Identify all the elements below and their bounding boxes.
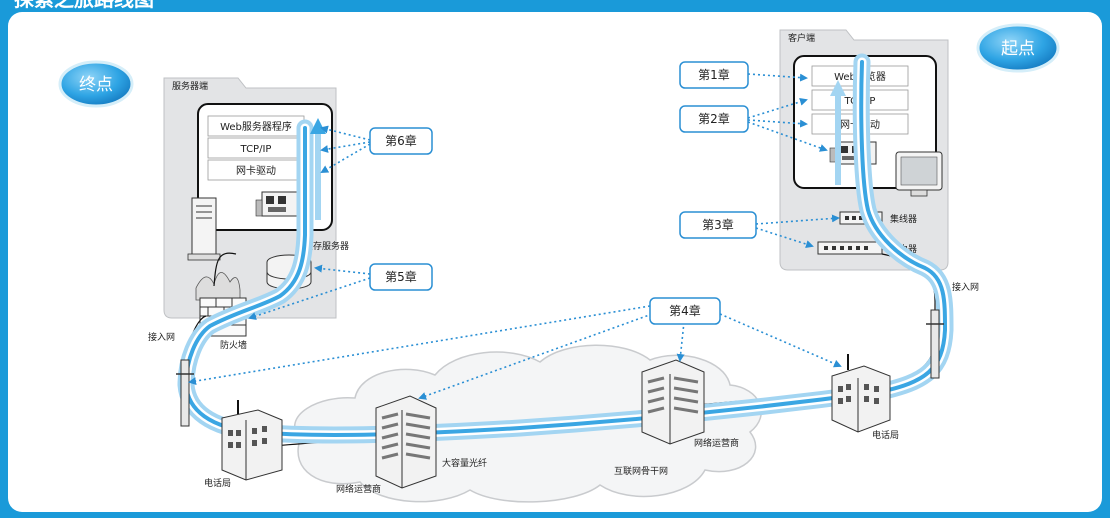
backbone-label: 互联网骨干网 [614, 466, 668, 477]
server-stack-web: Web服务器程序 [220, 120, 292, 133]
cache-server-label: 缓存服务器 [304, 240, 349, 252]
router-icon [817, 241, 883, 255]
chapter-1-box[interactable]: 第1章 [679, 61, 749, 89]
fiber-label: 大容量光纤 [442, 457, 487, 469]
chapter-1-label: 第1章 [698, 67, 730, 82]
phone-office-left-label: 电话局 [204, 477, 231, 489]
server-stack-tcpip: TCP/IP [240, 144, 272, 155]
firewall-label: 防火墙 [220, 339, 247, 351]
page-title: 探索之旅路线图 [14, 0, 154, 11]
phone-office-left-icon [221, 400, 283, 481]
data-path-inner [183, 60, 948, 437]
server-access-label: 接入网 [148, 331, 175, 343]
end-badge-label: 终点 [79, 75, 113, 95]
client-title: 客户端 [788, 32, 815, 44]
phone-office-right-label: 电话局 [872, 429, 899, 441]
chapter-3-label: 第3章 [702, 217, 734, 232]
start-badge: 起点 [976, 23, 1060, 73]
isp-left-label: 网络运营商 [336, 483, 381, 495]
hub-label: 集线器 [890, 213, 917, 225]
chapter-6-label: 第6章 [385, 133, 417, 148]
chapter-3-box[interactable]: 第3章 [679, 211, 757, 239]
chapter-4-label: 第4章 [669, 303, 701, 318]
client-access-label: 接入网 [952, 281, 979, 293]
chapter-5-box[interactable]: 第5章 [369, 263, 433, 291]
start-badge-label: 起点 [1001, 39, 1035, 59]
pc-monitor-icon [895, 151, 943, 197]
chapter-pointer-lines [188, 73, 842, 400]
chapter-2-label: 第2章 [698, 111, 730, 126]
server-tower-icon [187, 197, 221, 261]
server-nic-card-icon [255, 191, 303, 217]
chapter-4-box[interactable]: 第4章 [649, 297, 721, 325]
server-stack-nic: 网卡驱动 [236, 164, 276, 177]
pole-right-icon [926, 309, 944, 379]
isp-right-label: 网络运营商 [694, 437, 739, 449]
phone-office-right-icon [831, 354, 891, 433]
end-badge: 终点 [58, 60, 134, 108]
chapter-6-box[interactable]: 第6章 [369, 127, 433, 155]
isp-right-icon [641, 359, 705, 445]
chapter-2-box[interactable]: 第2章 [679, 105, 749, 133]
pole-left-icon [176, 359, 194, 427]
server-title: 服务器端 [172, 80, 208, 92]
isp-left-icon [375, 395, 437, 489]
chapter-5-label: 第5章 [385, 269, 417, 284]
